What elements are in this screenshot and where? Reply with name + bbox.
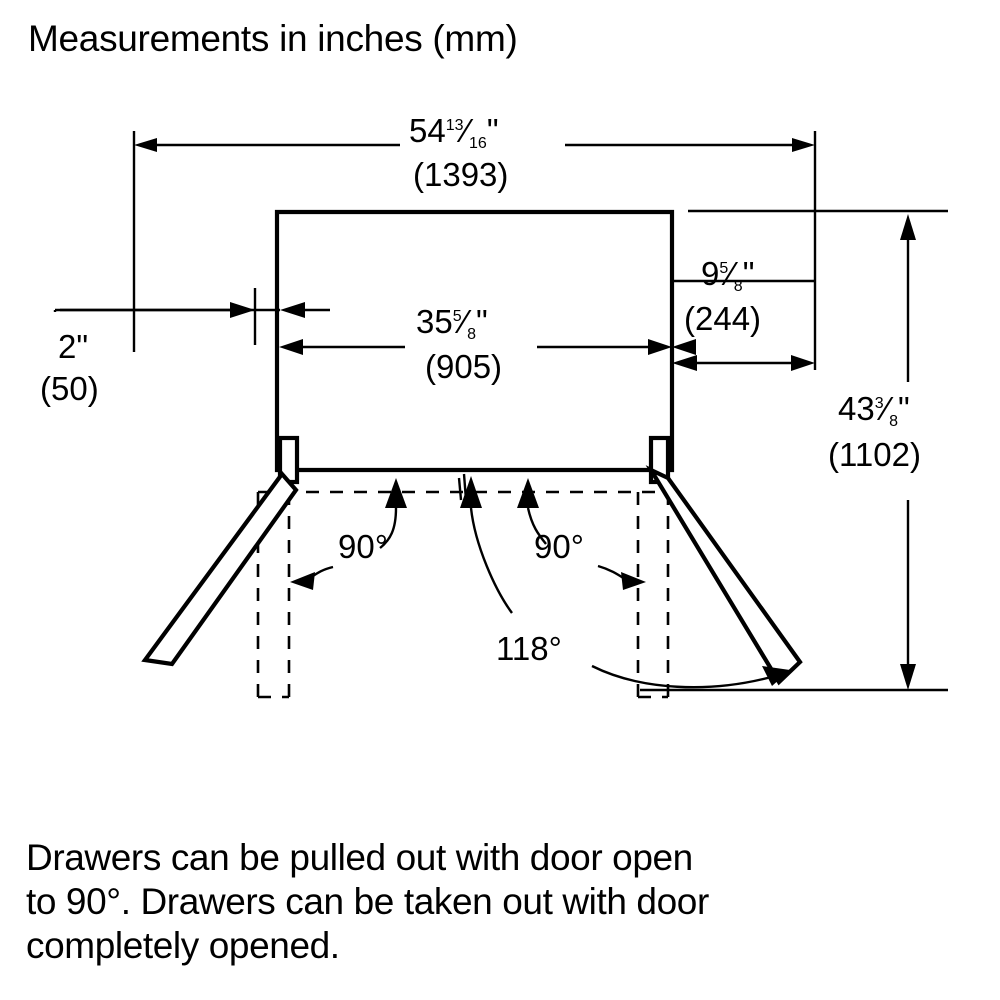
- dimension-overall-width: 5413⁄16" (1393): [134, 112, 815, 193]
- cabinet-body: [274, 209, 675, 473]
- left-clearance-mm: (50): [40, 370, 99, 407]
- overall-width-mm: (1393): [413, 156, 508, 193]
- dashed-drawer-outlines: [256, 490, 670, 699]
- page-title: Measurements in inches (mm): [28, 18, 518, 59]
- overall-depth-value: 433⁄8": [838, 390, 910, 430]
- annotation-right-90-deg: 90°: [517, 478, 646, 590]
- left-clearance-value: 2": [58, 328, 88, 365]
- dimension-right-projection: 95⁄8" (244): [672, 255, 815, 371]
- left-door-panel: [141, 470, 299, 667]
- right-projection-value: 95⁄8": [701, 255, 754, 295]
- dimension-left-clearance: 2" (50): [40, 288, 257, 407]
- cabinet-width-value: 355⁄8": [416, 303, 488, 343]
- hinge-blocks: [277, 435, 671, 485]
- footer-note: Drawers can be pulled out with door open…: [26, 836, 966, 968]
- dimension-overall-depth: 433⁄8" (1102): [828, 214, 921, 690]
- dimension-cabinet-width: 355⁄8" (905): [279, 302, 672, 385]
- right-door-panel: [645, 465, 803, 686]
- footer-note-line-1: Drawers can be pulled out with door open: [26, 837, 693, 878]
- footer-note-line-3: completely opened.: [26, 925, 340, 966]
- overall-depth-mm: (1102): [828, 436, 921, 473]
- annotation-left-90-deg: 90°: [290, 478, 407, 590]
- right-projection-mm: (244): [684, 300, 761, 337]
- left-door-angle-label: 90°: [338, 528, 388, 565]
- cabinet-width-mm: (905): [425, 348, 502, 385]
- overall-width-value: 5413⁄16": [409, 112, 499, 152]
- right-door-angle-label: 90°: [534, 528, 584, 565]
- annotation-118-deg: 118°: [457, 473, 790, 689]
- footer-note-line-2: to 90°. Drawers can be taken out with do…: [26, 881, 709, 922]
- full-swing-angle-label: 118°: [496, 630, 562, 667]
